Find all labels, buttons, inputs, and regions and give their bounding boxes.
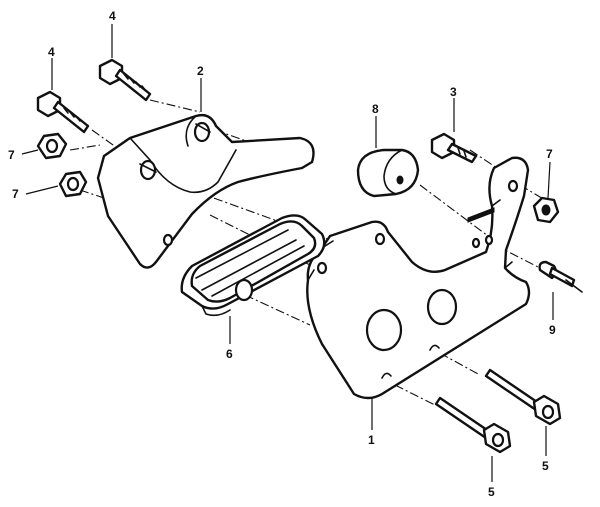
upper-bracket (96, 113, 315, 269)
nut-7-right (532, 196, 560, 224)
bolt-5-left (434, 396, 512, 454)
bolt-4-left (36, 90, 90, 134)
callout-7-lower-left: 7 (12, 187, 19, 201)
callout-8: 8 (372, 102, 379, 116)
bolt-4-upper (98, 58, 152, 102)
callout-5-left: 5 (488, 485, 495, 499)
callout-2: 2 (197, 64, 204, 78)
main-mount-bracket (306, 156, 531, 400)
spacer-washer (356, 148, 420, 198)
bolt-3 (430, 132, 478, 164)
callout-1: 1 (368, 433, 375, 447)
callout-6: 6 (226, 347, 233, 361)
callout-3: 3 (450, 85, 457, 99)
callout-4-left: 4 (48, 45, 55, 59)
callout-7-right: 7 (546, 147, 553, 161)
nut-7-lower-left (58, 170, 88, 198)
callout-9: 9 (549, 323, 556, 337)
callout-leaders (21, 24, 554, 482)
screw-9 (538, 260, 583, 293)
callout-7-upper-left: 7 (8, 148, 15, 162)
bolt-5-right (484, 368, 562, 426)
nut-7-upper-left (36, 132, 68, 160)
callout-labels: 4 4 2 3 8 7 7 7 9 6 1 5 5 (8, 9, 556, 499)
callout-5-right: 5 (542, 459, 549, 473)
callout-4-upper: 4 (109, 9, 116, 23)
rubber-mount (180, 214, 326, 317)
